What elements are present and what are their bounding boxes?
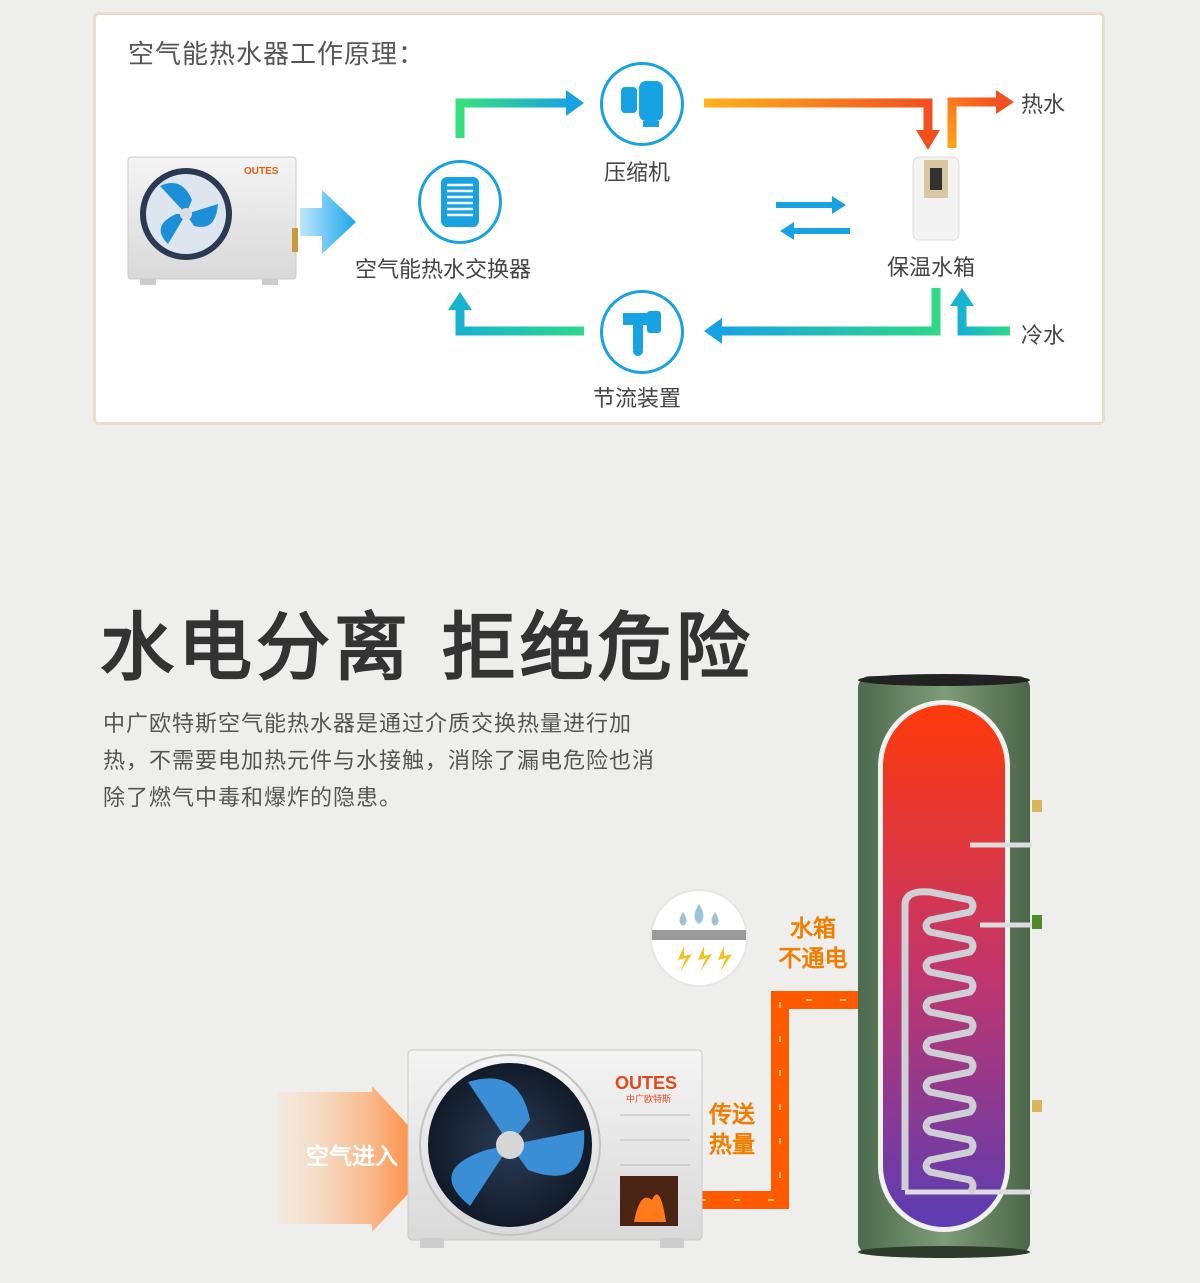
- flow-to-throttle: [720, 288, 941, 336]
- flow-to-tank: [704, 98, 933, 132]
- compressor-circle: [600, 62, 684, 146]
- arrowhead-to-tank: [916, 130, 940, 150]
- insulated-tank-small: [912, 156, 960, 241]
- air-flow-arrow: [300, 190, 356, 254]
- label-hot-water: 热水: [1021, 93, 1066, 118]
- label-tank-no-power: 水箱 不通电: [768, 914, 858, 974]
- label-throttle: 节流装置: [593, 387, 682, 412]
- exchange-arrows-icon: [776, 196, 850, 240]
- flow-cold-water-in: [957, 302, 1010, 336]
- label-tank-no-power-line1: 水箱: [790, 916, 836, 942]
- label-cold-water: 冷水: [1021, 324, 1066, 349]
- arrowhead-hot-water: [996, 90, 1014, 114]
- label-tank: 保温水箱: [887, 256, 976, 281]
- flow-to-compressor: [455, 98, 570, 138]
- label-air-in: 空气进入: [306, 1144, 398, 1170]
- label-transfer-heat-line1: 传送: [709, 1102, 755, 1128]
- section-paragraph: 中广欧特斯空气能热水器是通过介质交换热量进行加热，不需要电加热元件与水接触，消除…: [103, 712, 656, 811]
- label-transfer-heat-line2: 热量: [709, 1132, 755, 1158]
- outdoor-unit-large-logo: OUTES: [615, 1073, 677, 1093]
- exchanger-circle: [418, 160, 502, 244]
- outdoor-unit-small-logo: OUTES: [244, 166, 279, 177]
- flow-to-exchanger: [455, 306, 584, 336]
- throttle-circle: [600, 290, 684, 374]
- air-in-arrow: [278, 1086, 440, 1232]
- water-tank-cutaway: [858, 674, 1042, 1258]
- label-tank-no-power-line2: 不通电: [778, 946, 848, 972]
- label-transfer-heat: 传送 热量: [704, 1100, 760, 1160]
- arrowhead-to-compressor: [566, 90, 584, 116]
- section-headline: 水电分离 拒绝危险: [100, 605, 754, 691]
- water-electric-separation-icon: [650, 889, 748, 987]
- outdoor-unit-large-subbrand: 中广欧特斯: [626, 1093, 671, 1105]
- panel-title: 空气能热水器工作原理：: [128, 40, 426, 70]
- exchanger-icon: [441, 177, 479, 227]
- heat-transfer-pipe: [700, 991, 858, 1209]
- outdoor-unit-small: OUTES: [127, 156, 298, 285]
- flow-hot-water-out: [947, 97, 1000, 148]
- compressor-icon: [621, 81, 663, 127]
- arrowhead-to-exchanger: [448, 292, 472, 310]
- arrowhead-cold-water: [950, 288, 974, 306]
- outdoor-unit-large: OUTES 中广欧特斯: [407, 1049, 703, 1248]
- label-exchanger: 空气能热水交换器: [355, 258, 532, 283]
- label-compressor: 压缩机: [604, 161, 671, 186]
- throttle-icon: [623, 311, 661, 356]
- arrowhead-to-throttle: [704, 318, 722, 344]
